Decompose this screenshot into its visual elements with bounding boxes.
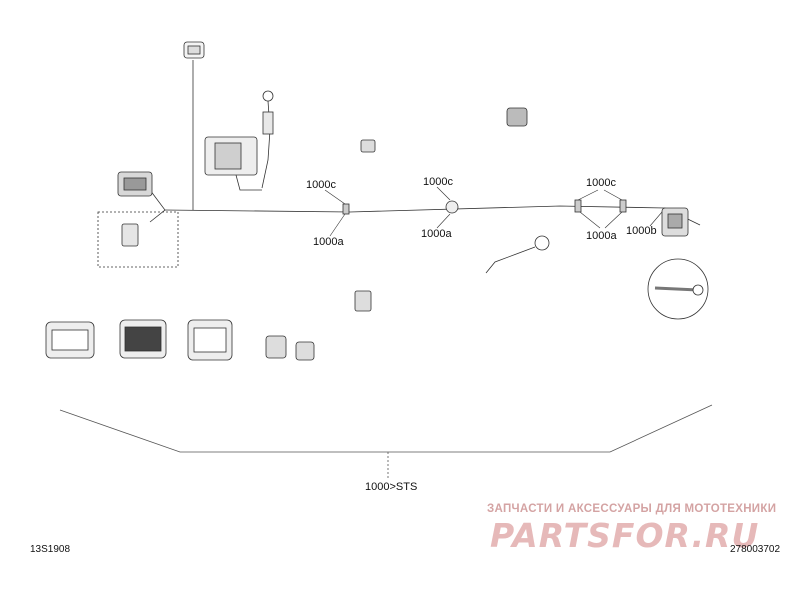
callout-1000a-left: 1000a <box>313 236 344 248</box>
connector-face-c <box>187 319 233 361</box>
connector-pair <box>265 335 315 361</box>
connector-face-b <box>119 319 167 359</box>
harness-connector-left <box>117 171 153 197</box>
throttle-motor <box>661 207 689 237</box>
callout-1000c-right: 1000c <box>586 177 616 189</box>
gear-position-connector <box>506 107 528 127</box>
watermark-logo: PARTSFOR.RU <box>490 516 760 555</box>
sts-bracket <box>59 404 713 478</box>
fuse-holder <box>204 136 262 191</box>
callout-1000-sts: 1000>STS <box>365 481 418 493</box>
leader-1000c-mid <box>436 186 451 201</box>
leader-1000a-right <box>579 211 623 229</box>
leader-1000c-left <box>324 189 346 205</box>
leader-1000a-mid <box>436 213 451 229</box>
callout-1000c-mid: 1000c <box>423 176 453 188</box>
leader-1000a-left <box>329 213 346 237</box>
watermark-tagline: ЗАПЧАСТИ И АКСЕССУАРЫ ДЛЯ МОТОТЕХНИКИ <box>487 503 777 515</box>
detail-circle <box>647 258 709 320</box>
diagram-code: 13S1908 <box>30 544 71 555</box>
callout-1000a-mid: 1000a <box>421 228 452 240</box>
callout-1000b: 1000b <box>626 225 657 237</box>
leader-1000c-right <box>577 189 623 201</box>
part-number: 278003702 <box>730 544 781 555</box>
harness-connector-inset <box>97 211 179 268</box>
fuel-pump-connector <box>183 41 205 59</box>
callout-1000c-left: 1000c <box>306 179 336 191</box>
callout-1000a-right: 1000a <box>586 230 617 242</box>
battery-cable-connector <box>261 90 274 189</box>
harness-branch-to-connector <box>149 189 166 223</box>
main-harness-line <box>164 205 666 213</box>
speed-sensor-connector <box>360 139 376 153</box>
can-connector <box>354 290 372 312</box>
ground-cable <box>485 235 550 274</box>
leader-1000b <box>649 211 663 227</box>
connector-face-a <box>45 321 95 359</box>
inline-connectors <box>342 199 627 215</box>
